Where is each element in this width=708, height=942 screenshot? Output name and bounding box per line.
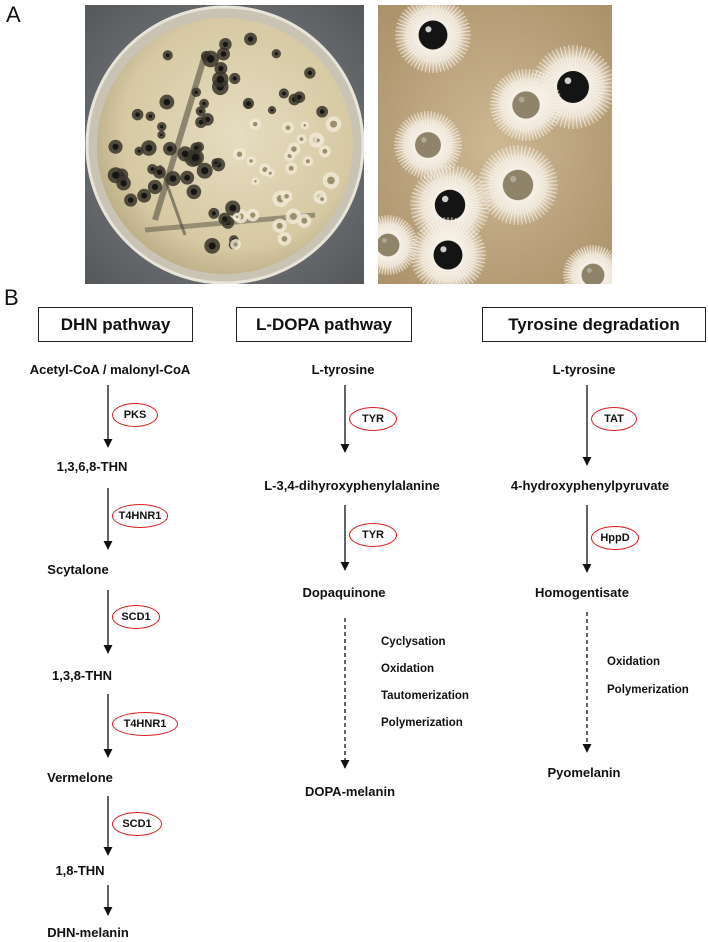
tyr-step-1: 4-hydroxyphenylpyruvate: [510, 478, 670, 493]
dhn-step-3: 1,3,8-THN: [52, 668, 112, 683]
ldopa-process-1: Oxidation: [381, 663, 435, 675]
tyr-step-2: Homogentisate: [535, 585, 629, 600]
closeup-colony: [395, 5, 471, 73]
dhn-step-6: DHN-melanin: [47, 925, 129, 940]
ldopa-process-2: Tautomerization: [381, 690, 469, 702]
dhn-step-1: 1,3,6,8-THN: [56, 459, 128, 474]
panel-label-a: A: [6, 2, 21, 27]
petri-dish-photo: [85, 5, 364, 284]
tyr-process-0: Oxidation: [607, 656, 661, 668]
ldopa-process-0: Cyclysation: [381, 636, 446, 648]
enzyme-tyr-b: TYR: [349, 523, 397, 547]
closeup-colony: [394, 111, 462, 179]
ldopa-step-1: L-3,4-dihyroxyphenylalanine: [264, 478, 440, 493]
enzyme-hppd: HppD: [591, 526, 639, 550]
tyr-step-0: L-tyrosine: [552, 362, 616, 377]
enzyme-t4hnr1-b: T4HNR1: [112, 712, 178, 736]
dhn-step-0: Acetyl-CoA / malonyl-CoA: [29, 362, 191, 377]
dhn-step-2: Scytalone: [47, 562, 109, 577]
tyr-process-1: Polymerization: [607, 684, 689, 696]
dhn-step-4: Vermelone: [47, 770, 113, 785]
enzyme-scd1-a: SCD1: [112, 605, 160, 629]
closeup-colony: [563, 245, 612, 284]
pathway-title-dhn: DHN pathway: [38, 307, 193, 342]
closeup-colony: [478, 145, 558, 225]
tyr-step-3: Pyomelanin: [547, 765, 621, 780]
enzyme-tat: TAT: [591, 407, 637, 431]
panel-label-b: B: [4, 285, 19, 310]
ldopa-step-3: DOPA-melanin: [304, 784, 396, 799]
ldopa-step-2: Dopaquinone: [302, 585, 386, 600]
enzyme-pks: PKS: [112, 403, 158, 427]
enzyme-t4hnr1-a: T4HNR1: [112, 504, 168, 528]
closeup-colony: [490, 69, 562, 141]
enzyme-tyr-a: TYR: [349, 407, 397, 431]
ldopa-step-0: L-tyrosine: [311, 362, 375, 377]
closeup-colony: [410, 217, 486, 284]
enzyme-scd1-b: SCD1: [112, 812, 162, 836]
ldopa-process-3: Polymerization: [381, 717, 463, 729]
pathway-title-tyrosine-degradation: Tyrosine degradation: [482, 307, 706, 342]
dhn-step-5: 1,8-THN: [55, 863, 105, 878]
colony-closeup-photo: [378, 5, 612, 284]
pathway-title-ldopa: L-DOPA pathway: [236, 307, 412, 342]
closeup-colony: [378, 215, 418, 275]
